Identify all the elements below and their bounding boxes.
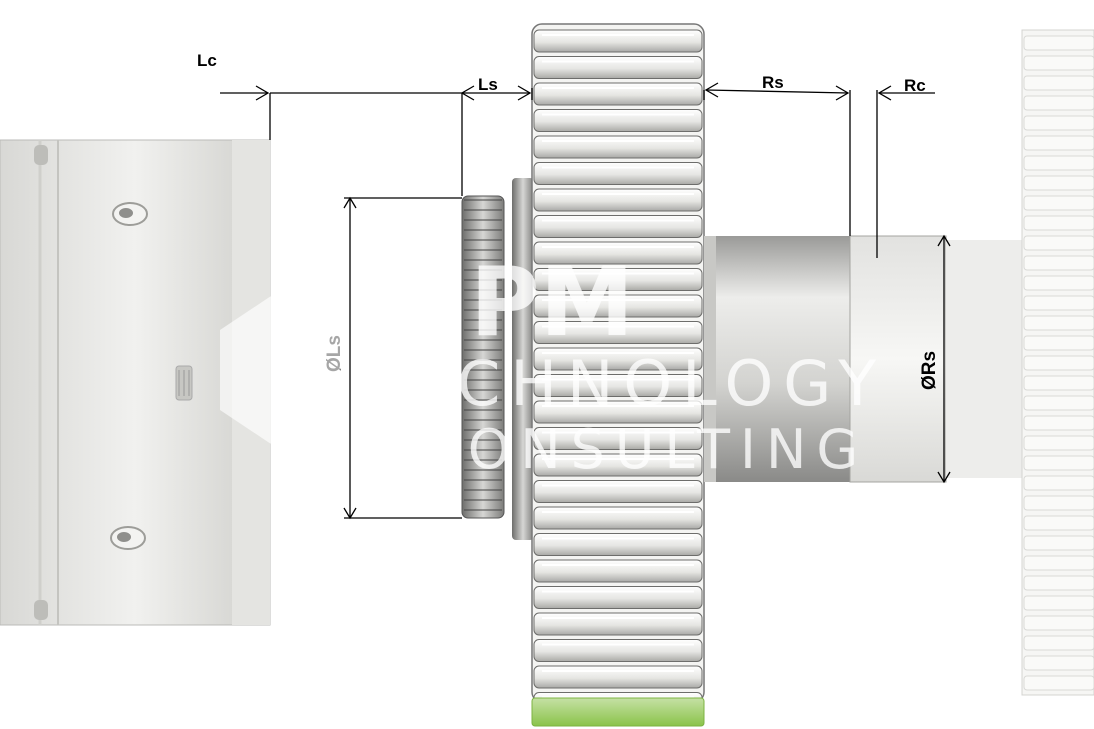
gear-tooth (533, 29, 703, 53)
label-rc: Rc (904, 76, 926, 95)
green-accent-bar (531, 697, 705, 727)
watermark-logo-mark: PM (470, 248, 634, 358)
gear-tooth (533, 665, 703, 689)
gear-tooth (533, 82, 703, 106)
gear-tooth (533, 162, 703, 185)
label-lc: Lc (197, 51, 217, 70)
gear-tooth (533, 586, 703, 609)
gear-tooth (533, 135, 703, 159)
gear-tooth (533, 639, 703, 662)
watermark-line1: TECHNOLOGY (359, 347, 886, 420)
label-dia-rs: ØRs (919, 351, 940, 390)
gear-tooth (533, 559, 703, 583)
gear-tooth (533, 612, 703, 636)
watermark: PM TECHNOLOGY CONSULTING (220, 248, 886, 481)
label-rs: Rs (762, 73, 784, 92)
spur-gear-icon (531, 23, 705, 715)
gear-tooth (533, 480, 703, 503)
label-ls: Ls (478, 75, 498, 94)
gear-tooth (533, 109, 703, 132)
gear-tooth (533, 533, 703, 556)
gear-tooth (533, 215, 703, 238)
dimension-lines (220, 82, 951, 520)
spline-icon (461, 178, 534, 540)
shaft-icon (704, 235, 1026, 483)
faded-gear (1021, 29, 1094, 696)
watermark-line2: CONSULTING (420, 418, 868, 481)
gear-tooth (533, 56, 703, 79)
cube-logo-icon (220, 290, 340, 450)
gear-tooth (533, 188, 703, 212)
gear-tooth (533, 506, 703, 530)
